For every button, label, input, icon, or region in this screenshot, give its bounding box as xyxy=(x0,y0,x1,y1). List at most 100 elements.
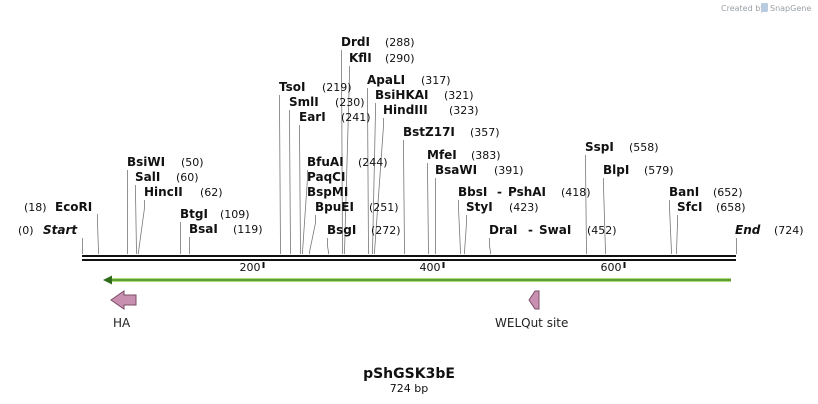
site-pos-hindiii: (323) xyxy=(449,104,479,117)
orf-arrow[interactable] xyxy=(103,275,731,285)
ha-arrow-icon xyxy=(110,290,137,310)
site-label-bspmi[interactable]: BspMI xyxy=(307,185,348,199)
site-label-ecori[interactable]: EcoRI xyxy=(55,200,92,214)
site-label-drdi[interactable]: DrdI xyxy=(341,35,370,49)
site-label-end[interactable]: End xyxy=(735,223,761,237)
leader-line-mfei xyxy=(427,163,429,254)
site-label-blpi[interactable]: BlpI xyxy=(603,163,629,177)
site-pos-mfei: (383) xyxy=(471,149,501,162)
site-pos-hincii: (62) xyxy=(200,186,223,199)
site-label-bbsi[interactable]: BbsI xyxy=(458,185,487,199)
plasmid-name: pShGSK3bE xyxy=(363,366,455,382)
leader-line-drai xyxy=(489,238,491,254)
site-label-start[interactable]: Start xyxy=(43,223,78,237)
site-label-paqci[interactable]: PaqCI xyxy=(307,170,345,184)
welqut-arrow-icon xyxy=(528,290,540,310)
site-pos-bsihkai: (321) xyxy=(444,89,474,102)
site-pos-eari: (241) xyxy=(341,111,371,124)
site-pos-bsgi: (272) xyxy=(371,224,401,237)
site-label-kfli[interactable]: KflI xyxy=(349,51,372,65)
leader-line-blpi xyxy=(603,178,606,254)
site-pos-bani: (652) xyxy=(713,186,743,199)
leader-line-apali xyxy=(367,88,369,254)
site-label-bpuei[interactable]: BpuEI xyxy=(315,200,354,214)
site-pos-drai-swai: (452) xyxy=(587,224,617,237)
site-label-bsiwi[interactable]: BsiWI xyxy=(127,155,165,169)
site-pos-blpi: (579) xyxy=(644,164,674,177)
site-label-styi[interactable]: StyI xyxy=(466,200,493,214)
site-label-swai[interactable]: SwaI xyxy=(539,223,571,237)
site-label-bsawi[interactable]: BsaWI xyxy=(435,163,477,177)
site-label-hindiii[interactable]: HindIII xyxy=(383,103,428,117)
site-pos-bfuai: (244) xyxy=(358,156,388,169)
site-pos-bbsi-pshai: (418) xyxy=(561,186,591,199)
created-by-text: Created by xyxy=(721,4,765,13)
separator-bbsi-pshai: - xyxy=(497,185,502,199)
site-label-sfci[interactable]: SfcI xyxy=(677,200,702,214)
site-label-sspi[interactable]: SspI xyxy=(585,140,614,154)
site-pos-bsai: (119) xyxy=(233,223,263,236)
site-label-bsai[interactable]: BsaI xyxy=(189,222,218,236)
separator-drai-swai: - xyxy=(528,223,533,237)
feature-label-ha: HA xyxy=(113,316,131,330)
site-pos-bsiwi: (50) xyxy=(181,156,204,169)
leader-line-bbsi xyxy=(458,200,461,254)
feature-ha[interactable]: HA xyxy=(110,290,137,330)
snapgene-logo-icon xyxy=(761,3,768,12)
site-pos-styi: (423) xyxy=(509,201,539,214)
site-label-bstz17i[interactable]: BstZ17I xyxy=(403,125,455,139)
leader-line-drdi xyxy=(341,50,343,254)
site-label-bani[interactable]: BanI xyxy=(669,185,699,199)
site-pos-sali: (60) xyxy=(176,171,199,184)
leader-line-sfci xyxy=(676,215,678,254)
site-label-eari[interactable]: EarI xyxy=(299,110,326,124)
site-label-sali[interactable]: SalI xyxy=(135,170,160,184)
site-pos-bstz17i: (357) xyxy=(470,126,500,139)
site-pos-sfci: (658) xyxy=(716,201,746,214)
site-label-drai[interactable]: DraI xyxy=(489,223,517,237)
leader-line-sspi xyxy=(585,155,587,254)
sequence-backbone[interactable] xyxy=(82,255,736,261)
leader-line-bsgi xyxy=(327,238,329,254)
site-pos-apali: (317) xyxy=(421,74,451,87)
feature-welqut[interactable]: WELQut site xyxy=(495,290,568,330)
ruler-tick-label-600: 600 xyxy=(601,261,622,274)
leader-line-smli xyxy=(289,110,291,254)
leader-line-kfli xyxy=(344,66,350,254)
ruler-ticks: 200 400 600 xyxy=(240,261,626,274)
leader-line-hindiii xyxy=(374,118,384,254)
leader-line-bani xyxy=(669,200,672,254)
site-pos-tsoi: (219) xyxy=(322,81,352,94)
site-pos-start: (0) xyxy=(18,224,34,237)
ruler-tick-label-200: 200 xyxy=(240,261,261,274)
leader-line-bsihkai xyxy=(372,103,376,254)
site-label-btgi[interactable]: BtgI xyxy=(180,207,208,221)
plasmid-length: 724 bp xyxy=(390,382,428,395)
site-pos-ecori: (18) xyxy=(24,201,47,214)
site-label-bfuai[interactable]: BfuAI xyxy=(307,155,344,169)
leader-line-bpuei xyxy=(309,215,316,254)
leader-line-ecori xyxy=(97,214,99,254)
leader-lines xyxy=(82,50,737,254)
site-label-tsoi[interactable]: TsoI xyxy=(279,80,305,94)
site-pos-btgi: (109) xyxy=(220,208,250,221)
site-label-bsihkai[interactable]: BsiHKAI xyxy=(375,88,429,102)
enzyme-labels: DrdI (288) KflI (290) TsoI (219) ApaLI (… xyxy=(18,35,804,237)
ruler-tick-label-400: 400 xyxy=(420,261,441,274)
leader-line-styi xyxy=(464,215,467,254)
site-pos-kfli: (290) xyxy=(385,52,415,65)
leader-line-eari xyxy=(299,125,301,254)
snapgene-brand: SnapGene xyxy=(770,4,811,13)
site-label-bsgi[interactable]: BsgI xyxy=(327,223,356,237)
site-label-smli[interactable]: SmlI xyxy=(289,95,319,109)
site-pos-bsawi: (391) xyxy=(494,164,524,177)
leader-line-bfuai xyxy=(302,170,308,254)
site-label-hincii[interactable]: HincII xyxy=(144,185,183,199)
leader-line-hincii xyxy=(138,200,145,254)
site-label-pshai[interactable]: PshAI xyxy=(508,185,546,199)
leader-line-bstz17i xyxy=(403,140,405,254)
site-label-mfei[interactable]: MfeI xyxy=(427,148,457,162)
site-label-apali[interactable]: ApaLI xyxy=(367,73,405,87)
leader-line-sali xyxy=(135,185,137,254)
feature-label-welqut: WELQut site xyxy=(495,316,568,330)
